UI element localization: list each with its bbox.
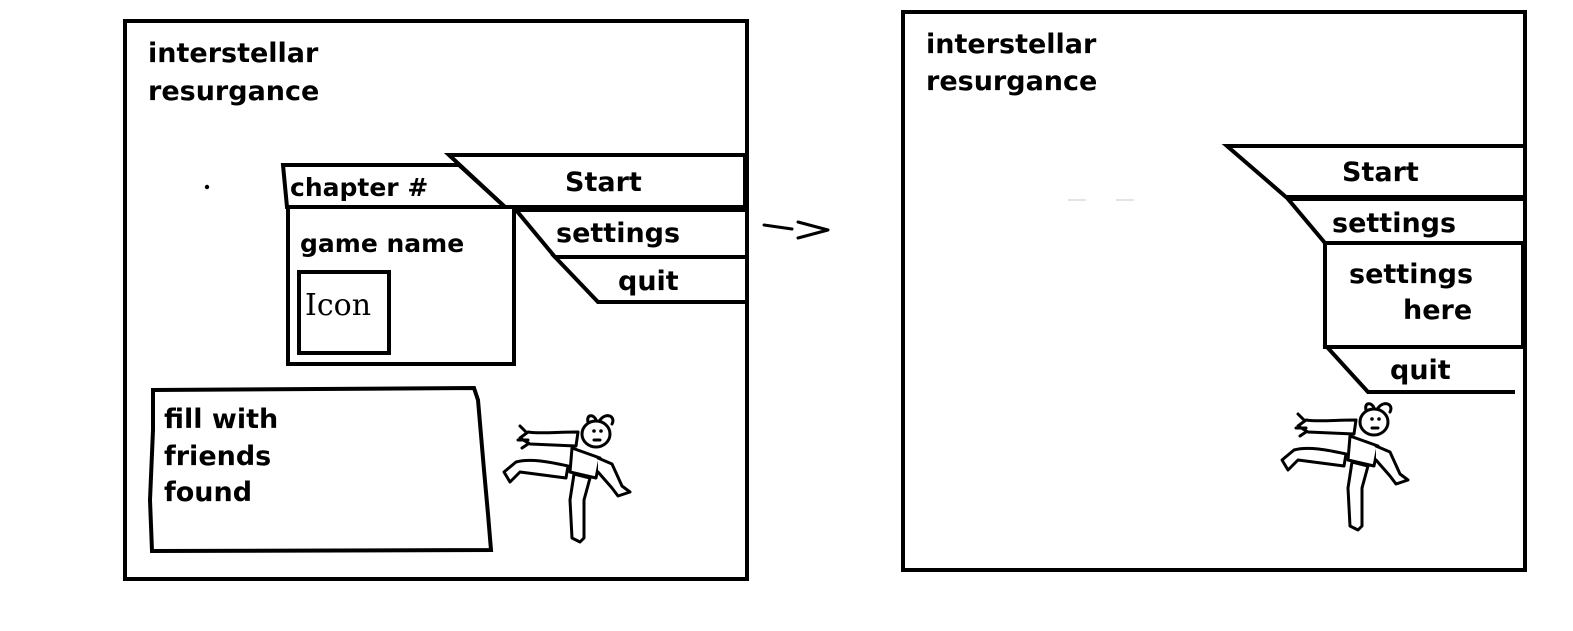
quit-button[interactable]	[550, 255, 745, 304]
screen-frame	[123, 19, 749, 581]
friends-panel-line1: fill with	[164, 404, 278, 435]
game-title-line1: interstellar	[148, 38, 319, 69]
main-menu: Start settings quit	[443, 153, 747, 304]
save-slot-body	[286, 205, 516, 366]
start-label: Start	[565, 167, 642, 198]
main-menu-after: Start settings settings here quit	[1221, 144, 1525, 394]
friends-panel-line2: friends	[164, 441, 271, 472]
game-title-line2-after: resurgance	[926, 66, 1097, 97]
settings-label: settings	[556, 218, 680, 249]
transition-arrow	[762, 220, 830, 240]
character-sketch-after	[1280, 402, 1410, 532]
chapter-label: chapter #	[290, 173, 428, 202]
game-icon-placeholder	[297, 270, 391, 355]
game-title-line2: resurgance	[148, 76, 319, 107]
icon-placeholder-text: Icon	[305, 288, 371, 323]
settings-open-screen: interstellar resurgance Start settings s…	[901, 10, 1527, 572]
game-name-label: game name	[300, 229, 464, 258]
quit-label-after: quit	[1390, 355, 1451, 386]
friends-panel-frame	[147, 385, 494, 554]
friends-panel: fill with friends found	[147, 385, 494, 554]
start-button[interactable]	[443, 153, 747, 209]
settings-label-after: settings	[1332, 208, 1456, 239]
settings-panel-line2: here	[1403, 295, 1472, 326]
game-title-line1-after: interstellar	[926, 29, 1097, 60]
friends-panel-line3: found	[164, 477, 252, 508]
character-sketch	[502, 414, 632, 544]
save-slot-card[interactable]: chapter # game name Icon	[280, 163, 516, 366]
settings-panel-line1: settings	[1349, 259, 1473, 290]
quit-label: quit	[618, 266, 679, 297]
quit-button-after[interactable]	[1322, 345, 1525, 394]
stray-dot	[204, 184, 210, 190]
main-menu-screen: interstellar resurgance chapter # game n…	[123, 19, 749, 581]
start-label-after: Start	[1342, 157, 1419, 188]
